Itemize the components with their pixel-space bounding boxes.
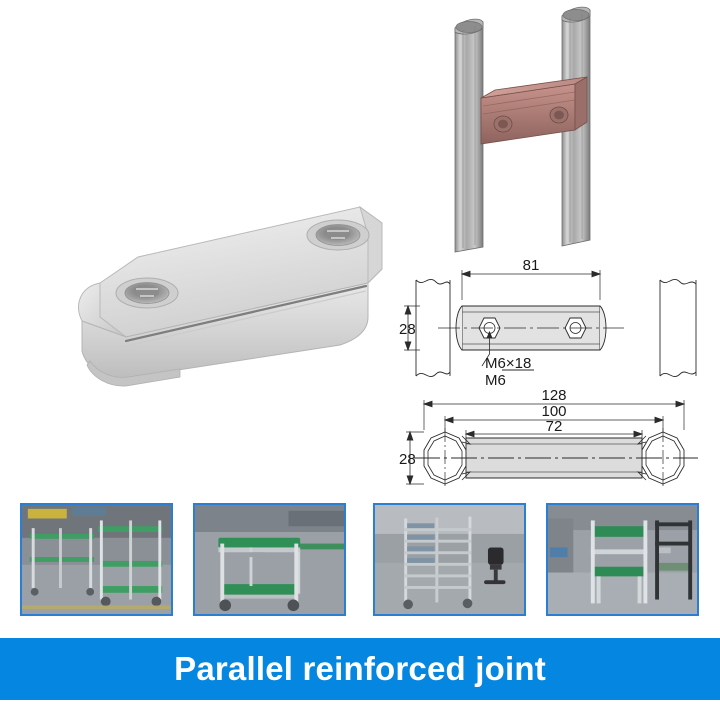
product-photo-panel <box>30 165 400 400</box>
dimension-28-bottom: 28 <box>399 451 416 468</box>
plan-section-drawing: 128 100 72 28 <box>398 387 716 506</box>
page-title: Parallel reinforced joint <box>174 650 546 687</box>
dimension-72: 72 <box>546 418 563 435</box>
bolt-head-left <box>493 115 513 133</box>
application-photo-cart[interactable] <box>193 503 346 616</box>
assembly-3d-render <box>425 2 620 260</box>
assembly-3d-svg <box>454 6 591 253</box>
annotation-m6: M6 <box>485 372 506 388</box>
bolt-head-right <box>549 106 569 124</box>
dimension-100: 100 <box>541 403 566 420</box>
dimension-28-top: 28 <box>399 321 416 338</box>
side-elevation-svg: 81 28 M6×18 M6 <box>399 257 697 389</box>
thumb-4-image <box>548 505 697 614</box>
application-photo-strip <box>0 503 720 618</box>
thumb-3-image <box>375 505 524 614</box>
thumb-2-image <box>195 505 344 614</box>
application-photo-tray-rack[interactable] <box>373 503 526 616</box>
pipe-section-right <box>641 428 685 488</box>
application-photo-workbench[interactable] <box>546 503 699 616</box>
lean-pipe-left <box>454 18 484 253</box>
thumb-1-image <box>22 505 171 614</box>
application-photo-trolleys[interactable] <box>20 503 173 616</box>
dimension-128: 128 <box>541 388 566 404</box>
annotation-m6x18: M6×18 <box>485 355 531 372</box>
title-banner: Parallel reinforced joint <box>0 638 720 700</box>
bolt-hole-right <box>306 219 370 251</box>
side-elevation-drawing: 81 28 M6×18 M6 <box>398 257 716 389</box>
parallel-reinforced-joint-3d <box>480 76 588 145</box>
dimension-81: 81 <box>523 258 540 274</box>
bolt-hole-left <box>115 277 179 309</box>
plan-section-svg: 128 100 72 28 <box>399 387 698 488</box>
parallel-reinforced-joint-photo <box>78 205 383 387</box>
